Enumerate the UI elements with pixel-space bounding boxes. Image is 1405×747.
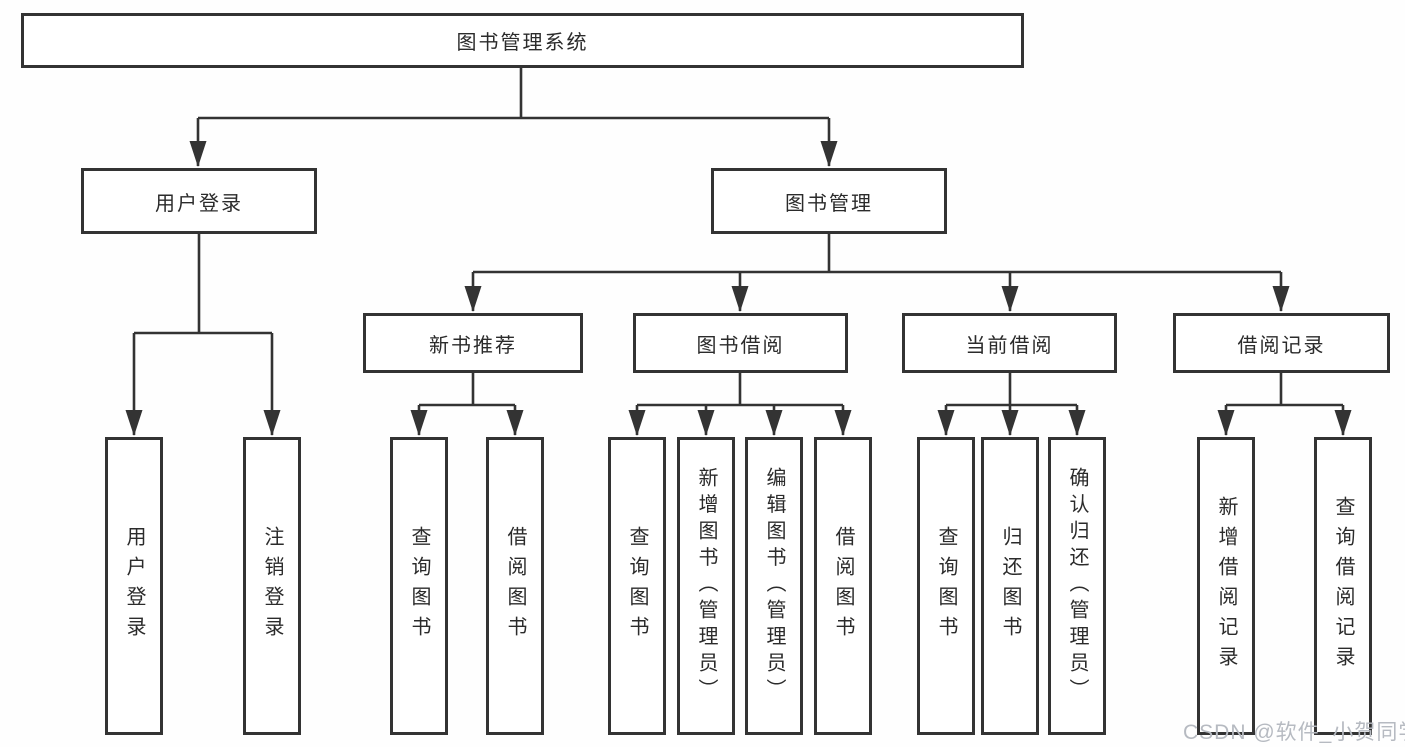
leaf-query-books-borrowing: 查询图书 [608, 437, 666, 735]
leaf-query-borrow-record: 查询借阅记录 [1314, 437, 1372, 735]
leaf-query-books-recommend: 查询图书 [390, 437, 448, 735]
leaf-return-books: 归还图书 [981, 437, 1039, 735]
node-user-login: 用户登录 [81, 168, 317, 234]
watermark: CSDN @软件_小贺同学 [1183, 721, 1405, 744]
node-current-borrowing: 当前借阅 [902, 313, 1117, 373]
node-book-management: 图书管理 [711, 168, 947, 234]
leaf-logout: 注销登录 [243, 437, 301, 735]
leaf-add-borrow-record: 新增借阅记录 [1197, 437, 1255, 735]
leaf-borrow-books-recommend: 借阅图书 [486, 437, 544, 735]
leaf-add-books-admin: 新增图书（管理员） [677, 437, 735, 735]
leaf-edit-books-admin: 编辑图书（管理员） [745, 437, 803, 735]
leaf-user-login: 用户登录 [105, 437, 163, 735]
node-new-book-recommend: 新书推荐 [363, 313, 583, 373]
leaf-query-books-current: 查询图书 [917, 437, 975, 735]
leaf-confirm-return-admin: 确认归还（管理员） [1048, 437, 1106, 735]
node-library-system: 图书管理系统 [21, 13, 1024, 68]
connector-trunks [134, 68, 1343, 407]
connector-arrows [125, 118, 1352, 436]
leaf-borrow-books-borrowing: 借阅图书 [814, 437, 872, 735]
node-book-borrowing: 图书借阅 [633, 313, 848, 373]
node-borrow-records: 借阅记录 [1173, 313, 1390, 373]
